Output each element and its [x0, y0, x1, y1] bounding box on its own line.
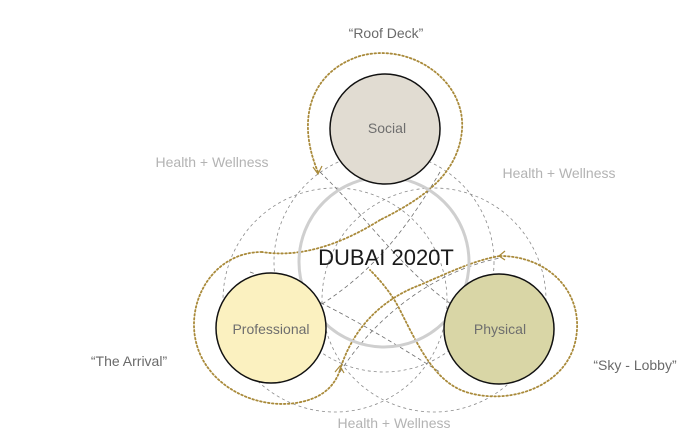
space-label-right: “Sky - Lobby”	[593, 357, 677, 373]
professional-circle	[215, 272, 327, 384]
node-professional: Professional	[215, 272, 327, 384]
journey-link-social-professional	[261, 219, 381, 255]
social-circle	[329, 73, 441, 185]
connector-label-left: Health + Wellness	[156, 154, 269, 170]
journey-loop-social	[307, 52, 463, 221]
space-label-left: “The Arrival”	[91, 353, 168, 369]
journey-loop-professional	[193, 251, 341, 405]
node-social: Social	[329, 73, 441, 185]
journey-loop-physical	[369, 255, 578, 398]
social-label: Social	[368, 120, 406, 136]
arrow-head-physical	[497, 250, 506, 261]
arrow-head-social	[312, 165, 323, 176]
connector-label-bottom: Health + Wellness	[338, 415, 451, 431]
physical-label: Physical	[474, 321, 526, 337]
node-physical: Physical	[443, 273, 555, 385]
connector-label-right: Health + Wellness	[503, 165, 616, 181]
center-title: DUBAI 2020T	[318, 245, 454, 270]
journey-link-professional-physical	[339, 255, 501, 371]
arrow-head-professional	[334, 364, 345, 374]
professional-label: Professional	[232, 321, 309, 337]
dashed-line-professional-physical	[339, 257, 501, 373]
journey-arrows	[312, 165, 506, 374]
journey-path	[193, 52, 578, 405]
physical-circle	[443, 273, 555, 385]
space-label-top: “Roof Deck”	[349, 25, 424, 41]
overlap-circle-left	[222, 187, 448, 413]
